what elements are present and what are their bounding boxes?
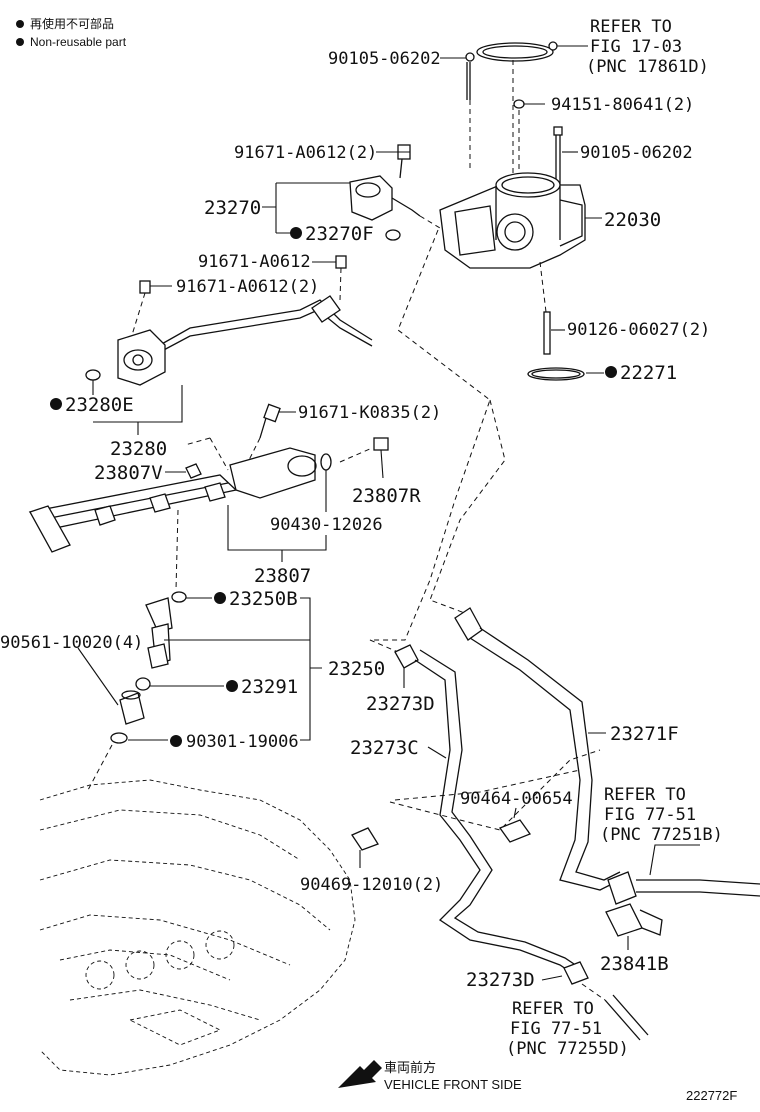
- part-label-23273d-a[interactable]: 23273D: [366, 693, 435, 715]
- part-label-23270f[interactable]: 23270F: [305, 223, 374, 245]
- front-arrow-icon: [338, 1060, 382, 1088]
- sensor-23270-group: 91671-A0612(2) 23270 23270F: [204, 143, 441, 245]
- bracket-23841b[interactable]: [605, 903, 643, 937]
- ref2-line2: FIG 77-51: [604, 805, 696, 825]
- part-label-23250[interactable]: 23250: [328, 658, 385, 680]
- part-label-23280e[interactable]: 23280E: [65, 394, 134, 416]
- part-label-90301-19006[interactable]: 90301-19006: [186, 732, 299, 752]
- nonreusable-dot-icon: [214, 592, 226, 604]
- intake-gasket-ring: [476, 42, 554, 62]
- part-label-90105-06202-a[interactable]: 90105-06202: [328, 49, 441, 69]
- part-label-23807r[interactable]: 23807R: [352, 485, 421, 507]
- part-label-22030[interactable]: 22030: [604, 209, 661, 231]
- part-label-23270[interactable]: 23270: [204, 197, 261, 219]
- ref1-line3: (PNC 17861D): [586, 57, 709, 77]
- injector-23250-group: 23250B 90561-10020(4) 23250 23291 90301-…: [0, 588, 385, 791]
- figure-id: 222772F: [686, 1088, 737, 1103]
- part-label-91671-a0612[interactable]: 91671-A0612: [198, 252, 311, 272]
- part-label-23273c[interactable]: 23273C: [350, 737, 419, 759]
- fuel-rail-group: 91671-K0835(2) 23807V 23807R 90430-12026…: [28, 403, 441, 591]
- reference-fig-17-03[interactable]: REFER TO FIG 17-03 (PNC 17861D): [586, 17, 709, 77]
- regulator-23280[interactable]: [117, 329, 166, 386]
- part-label-90469-12010[interactable]: 90469-12010(2): [300, 875, 443, 895]
- throttle-body-22030[interactable]: [439, 184, 586, 269]
- engine-outline: [39, 779, 356, 1076]
- part-label-91671-k0835[interactable]: 91671-K0835(2): [298, 403, 441, 423]
- part-label-90561-10020[interactable]: 90561-10020(4): [0, 633, 143, 653]
- throttle-body-group: 90105-06202 94151-80641(2) 90105-06202 2…: [328, 41, 710, 384]
- nonreusable-dot-icon: [290, 227, 302, 239]
- nonreusable-dot-icon: [605, 366, 617, 378]
- part-label-23280[interactable]: 23280: [110, 438, 167, 460]
- ref1-line1: REFER TO: [590, 17, 672, 37]
- part-label-91671-a0612-2b[interactable]: 91671-A0612(2): [176, 277, 319, 297]
- ref3-line2: FIG 77-51: [510, 1019, 602, 1039]
- part-label-94151-80641[interactable]: 94151-80641(2): [551, 95, 694, 115]
- vehicle-front-indicator: 車両前方 VEHICLE FRONT SIDE: [338, 1060, 522, 1092]
- part-label-23807v[interactable]: 23807V: [94, 462, 163, 484]
- part-label-23841b[interactable]: 23841B: [600, 953, 669, 975]
- ref3-line1: REFER TO: [512, 999, 594, 1019]
- hose-group: 23273D 23273C 23271F REFER TO FIG 77-51 …: [300, 607, 760, 1059]
- nonreusable-dot-icon: [16, 20, 24, 28]
- front-label-en: VEHICLE FRONT SIDE: [384, 1077, 522, 1092]
- part-label-90126-06027[interactable]: 90126-06027(2): [567, 320, 710, 340]
- part-label-22271[interactable]: 22271: [620, 362, 677, 384]
- nonreusable-dot-icon: [226, 680, 238, 692]
- nonreusable-dot-icon: [50, 398, 62, 410]
- regulator-23280-group: 91671-A0612 91671-A0612(2) 23280E 23280: [50, 252, 373, 460]
- part-label-90464-00654[interactable]: 90464-00654: [460, 789, 573, 809]
- part-label-23271f[interactable]: 23271F: [610, 723, 679, 745]
- gasket-22271: [527, 367, 585, 381]
- part-label-91671-a0612-2[interactable]: 91671-A0612(2): [234, 143, 377, 163]
- ref2-line1: REFER TO: [604, 785, 686, 805]
- ref3-line3: (PNC 77255D): [506, 1039, 629, 1059]
- nonreusable-dot-icon: [16, 38, 24, 46]
- part-label-23291[interactable]: 23291: [241, 676, 298, 698]
- part-label-23250b[interactable]: 23250B: [229, 588, 298, 610]
- part-label-23273d-b[interactable]: 23273D: [466, 969, 535, 991]
- part-label-90430-12026[interactable]: 90430-12026: [270, 515, 383, 535]
- ref2-line3: (PNC 77251B): [600, 825, 723, 845]
- part-label-90105-06202-b[interactable]: 90105-06202: [580, 143, 693, 163]
- sensor-23270[interactable]: [349, 175, 393, 221]
- part-label-23807[interactable]: 23807: [254, 565, 311, 587]
- hose-23271f[interactable]: [469, 637, 621, 891]
- nonreusable-dot-icon: [170, 735, 182, 747]
- legend-nonreusable-en: Non-reusable part: [30, 35, 127, 49]
- injector-23250[interactable]: [145, 597, 173, 633]
- ref1-line2: FIG 17-03: [590, 37, 682, 57]
- legend-nonreusable-ja: 再使用不可部品: [30, 16, 114, 31]
- hose-23273c[interactable]: [414, 659, 576, 976]
- front-label-ja: 車両前方: [384, 1060, 436, 1075]
- legend: 再使用不可部品 Non-reusable part: [16, 16, 127, 49]
